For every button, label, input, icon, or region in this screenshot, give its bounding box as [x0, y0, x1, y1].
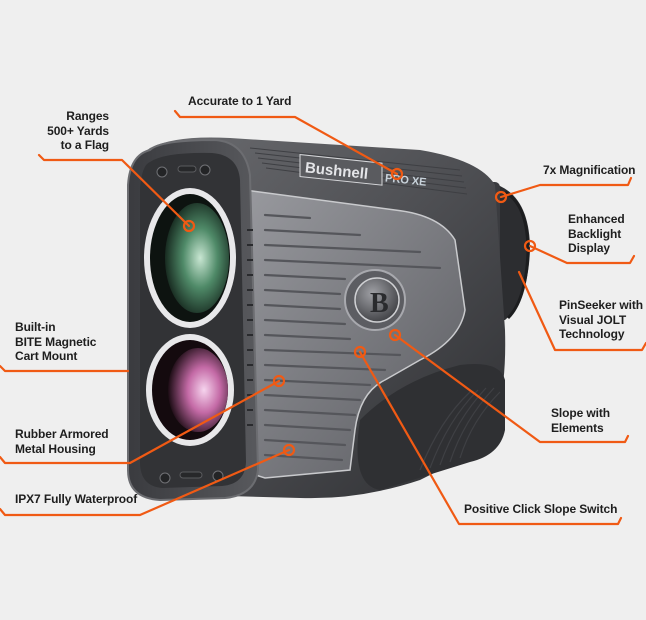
marker-magnification	[494, 190, 508, 204]
callout-waterproof: IPX7 Fully Waterproof	[15, 492, 138, 506]
marker-waterproof	[282, 443, 296, 457]
marker-ranges	[182, 219, 196, 233]
b-logo: B	[370, 288, 389, 319]
leader-backlight	[528, 244, 636, 265]
leader-ranges	[37, 153, 191, 228]
objective-lens	[144, 188, 236, 328]
marker-armored	[272, 374, 286, 388]
center-button: B	[344, 269, 406, 331]
leader-magnification	[499, 176, 633, 199]
leader-slope	[393, 333, 630, 444]
marker-click	[353, 345, 367, 359]
callout-click: Positive Click Slope Switch	[464, 502, 618, 516]
leader-waterproof	[0, 448, 291, 517]
brand-logo: Bushnell PRO XE	[299, 153, 427, 189]
marker-slope	[388, 328, 402, 342]
callout-magnification: 7x Magnification	[543, 163, 636, 177]
leader-pinseeker	[517, 270, 646, 352]
callout-accurate: Accurate to 1 Yard	[188, 94, 292, 108]
callout-bite: Built-in BITE Magnetic Cart Mount	[15, 320, 97, 363]
callout-pinseeker: PinSeeker with Visual JOLT Technology	[559, 298, 643, 341]
marker-accurate	[390, 167, 404, 181]
rear-grip	[357, 364, 505, 490]
svg-text:Bushnell: Bushnell	[304, 159, 369, 183]
callout-armored: Rubber Armored Metal Housing	[15, 427, 109, 456]
callout-backlight: Enhanced Backlight Display	[568, 212, 625, 255]
side-plate-ribs	[263, 213, 442, 462]
callout-slope: Slope with Elements	[551, 406, 611, 435]
callout-ranges: Ranges 500+ Yards to a Flag	[47, 109, 109, 152]
model-badge: PRO XE	[384, 172, 427, 188]
leader-bite	[0, 364, 130, 373]
leader-armored	[0, 379, 281, 465]
leader-click	[358, 350, 623, 526]
leader-accurate	[173, 109, 399, 176]
marker-backlight	[523, 239, 537, 253]
